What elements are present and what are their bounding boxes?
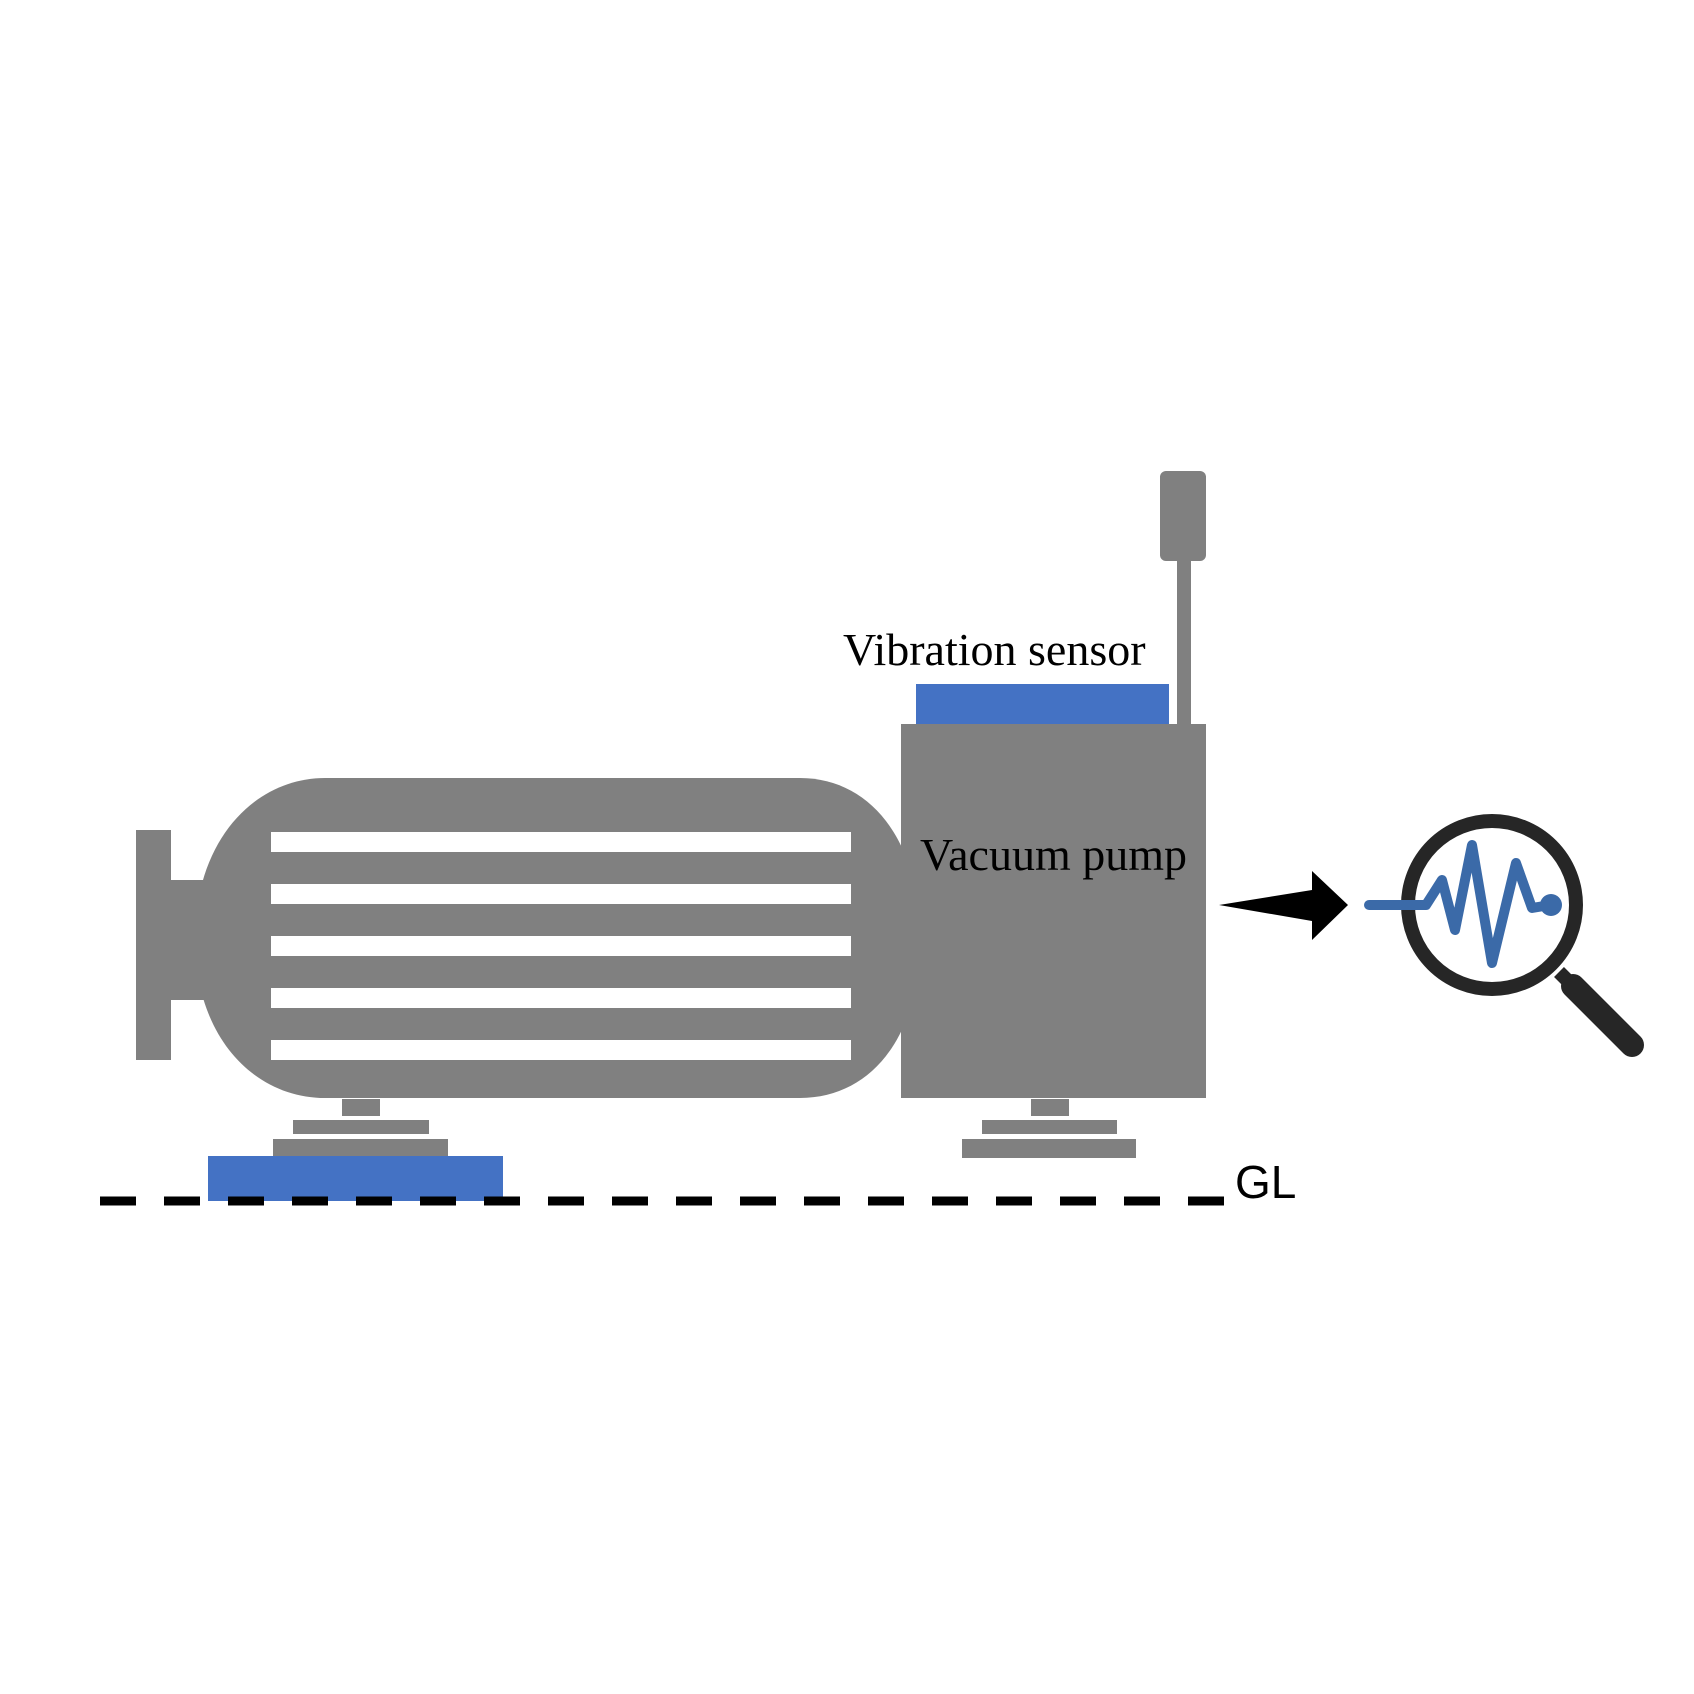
motor-flange: [136, 830, 205, 1060]
motor-foot: [273, 1099, 448, 1156]
antenna: [1160, 471, 1206, 725]
vibration-sensor-label: Vibration sensor: [843, 624, 1146, 675]
pump-housing: [901, 724, 1206, 1098]
base-sensor-pad: [208, 1156, 503, 1201]
arrow-right-icon: [1219, 871, 1348, 940]
waveform-icon: [1364, 840, 1555, 968]
vacuum-pump-label: Vacuum pump: [920, 829, 1187, 880]
vibration-sensor-block: [916, 684, 1169, 724]
cooling-fins: [271, 832, 851, 1060]
ground-level-label: GL: [1235, 1156, 1296, 1208]
pump-foot: [962, 1099, 1136, 1158]
magnifier-waveform-icon: [1364, 814, 1644, 1057]
